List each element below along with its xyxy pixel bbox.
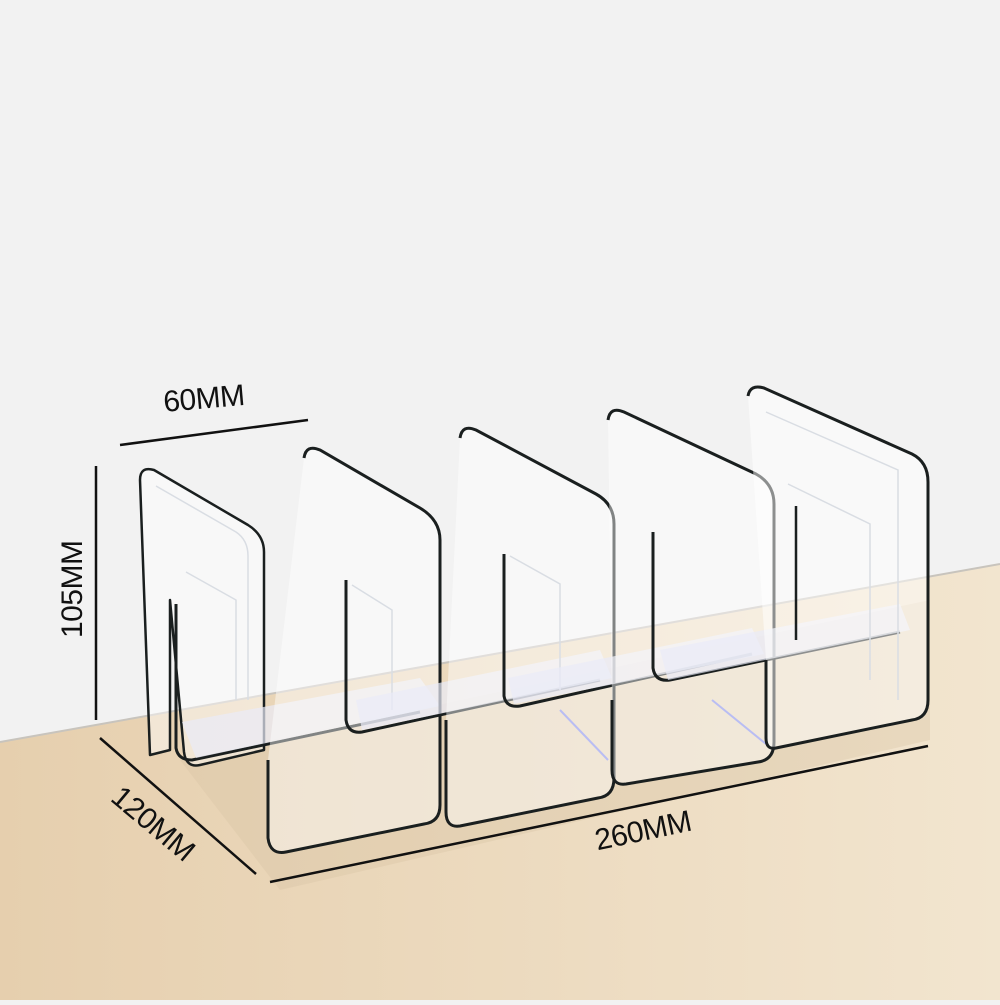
length-dimension-line <box>269 744 929 884</box>
width-dimension-label: 60MM <box>162 378 246 419</box>
bookend-1 <box>138 467 421 767</box>
width-dimension-line <box>119 418 309 447</box>
bookend-5 <box>746 385 930 750</box>
depth-dimension-line <box>99 737 257 875</box>
desk-surface <box>0 564 1000 1000</box>
dimension-lines <box>94 418 929 884</box>
height-dimension-label: 105MM <box>56 540 89 638</box>
